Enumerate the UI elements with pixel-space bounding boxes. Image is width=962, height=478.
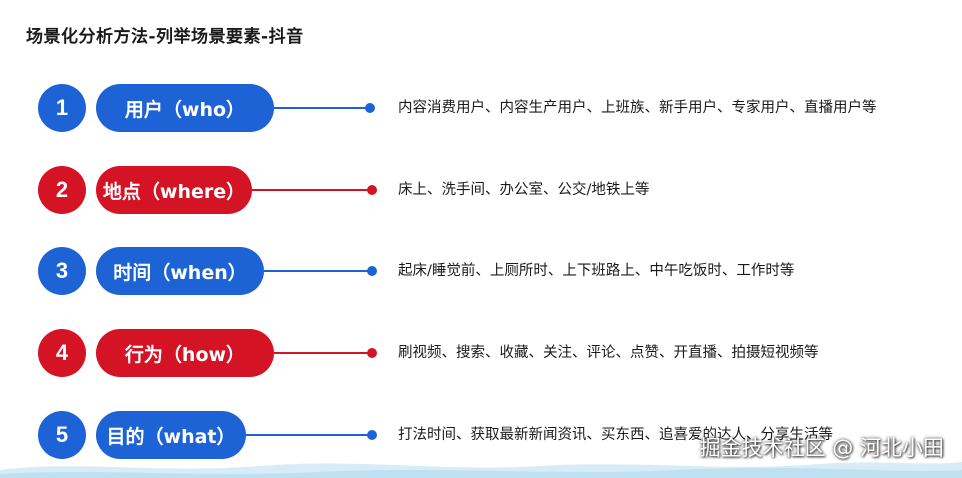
connector-line [264, 270, 372, 272]
connector-dot [367, 348, 377, 358]
connector-line [274, 107, 370, 109]
element-pill-who: 用户（who） [96, 84, 274, 132]
element-description: 打法时间、获取最新新闻资讯、买东西、追喜爱的达人、分享生活等 [398, 427, 833, 443]
element-pill-when: 时间（when） [96, 247, 264, 295]
element-description: 刷视频、搜索、收藏、关注、评论、点赞、开直播、拍摄短视频等 [398, 345, 819, 361]
watermark-text: 掘金技术社区 @ 河北小田 [699, 436, 944, 460]
connector-dot [367, 266, 377, 276]
row-number-badge: 1 [38, 84, 86, 132]
scene-row-where: 2 地点（where） 床上、洗手间、办公室、公交/地铁上等 [0, 164, 962, 216]
connector-line [274, 352, 372, 354]
scene-row-what: 5 目的（what） 打法时间、获取最新新闻资讯、买东西、追喜爱的达人、分享生活… [0, 409, 962, 461]
connector-dot [367, 185, 377, 195]
connector-dot [365, 103, 375, 113]
element-pill-what: 目的（what） [96, 411, 246, 459]
element-description: 内容消费用户、内容生产用户、上班族、新手用户、专家用户、直播用户等 [398, 100, 877, 116]
row-number-badge: 3 [38, 247, 86, 295]
scene-row-how: 4 行为（how） 刷视频、搜索、收藏、关注、评论、点赞、开直播、拍摄短视频等 [0, 327, 962, 379]
element-pill-how: 行为（how） [96, 329, 274, 377]
element-pill-where: 地点（where） [96, 166, 252, 214]
page-title: 场景化分析方法-列举场景要素-抖音 [26, 27, 304, 47]
connector-dot [367, 430, 377, 440]
row-number-badge: 2 [38, 166, 86, 214]
element-description: 起床/睡觉前、上厕所时、上下班路上、中午吃饭时、工作时等 [398, 263, 795, 279]
element-description: 床上、洗手间、办公室、公交/地铁上等 [398, 182, 650, 198]
decorative-wave [0, 462, 962, 478]
connector-line [246, 434, 372, 436]
scene-row-when: 3 时间（when） 起床/睡觉前、上厕所时、上下班路上、中午吃饭时、工作时等 [0, 245, 962, 297]
row-number-badge: 4 [38, 329, 86, 377]
row-number-badge: 5 [38, 411, 86, 459]
connector-line [252, 189, 372, 191]
scene-row-who: 1 用户（who） 内容消费用户、内容生产用户、上班族、新手用户、专家用户、直播… [0, 82, 962, 134]
